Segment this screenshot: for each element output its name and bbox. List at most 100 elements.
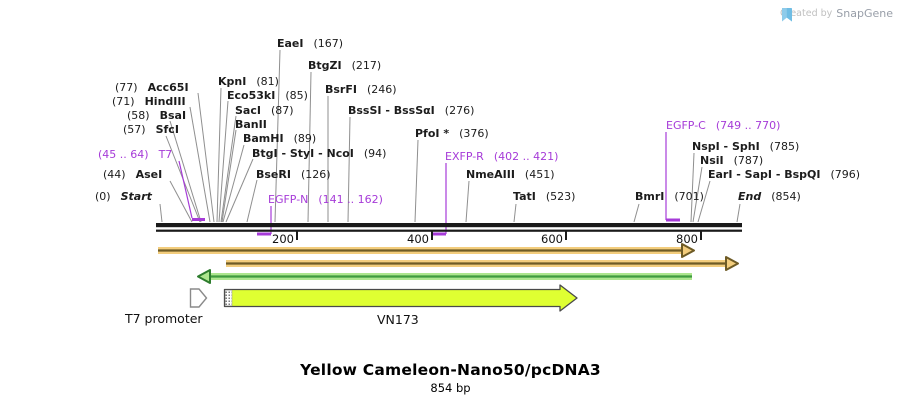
site-position: (126) bbox=[300, 168, 331, 181]
site-position: (57) bbox=[123, 123, 146, 136]
site-label-banii[interactable]: BanII bbox=[235, 118, 277, 131]
connector-acc65i bbox=[197, 92, 215, 223]
marker-label-end[interactable]: End(854) bbox=[738, 190, 801, 203]
site-position: (246) bbox=[366, 83, 397, 96]
site-position: (787) bbox=[733, 154, 764, 167]
site-position: (167) bbox=[313, 37, 344, 50]
enzyme-name: Eco53kI bbox=[227, 89, 276, 102]
site-position: (71) bbox=[112, 95, 135, 108]
site-position: (451) bbox=[524, 168, 555, 181]
site-label-btgi[interactable]: BtgI - StyI - NcoI(94) bbox=[252, 147, 386, 160]
site-label-nspi[interactable]: NspI - SphI(785) bbox=[692, 140, 799, 153]
site-label-nsii[interactable]: NsiI(787) bbox=[700, 154, 763, 167]
site-label-bamhi[interactable]: BamHI (89) bbox=[243, 132, 316, 145]
enzyme-name: TatI bbox=[513, 190, 536, 203]
site-label-eari[interactable]: EarI - SapI - BspQI(796) bbox=[708, 168, 860, 181]
ruler-ticks bbox=[296, 231, 702, 240]
connector-eari bbox=[697, 180, 711, 223]
site-label-saci[interactable]: SacI(87) bbox=[235, 104, 294, 117]
site-label-acc65i[interactable]: (77) Acc65I bbox=[115, 81, 189, 94]
connector-banii bbox=[221, 129, 237, 223]
feature-label-vn173[interactable]: VN173 bbox=[377, 312, 419, 327]
site-position: (276) bbox=[444, 104, 475, 117]
site-label-bsssi[interactable]: BssSI - BssSαI (276) bbox=[348, 104, 474, 117]
reverse-orf-arrow[interactable] bbox=[197, 269, 692, 284]
primer-name: EXFP-R bbox=[445, 150, 484, 163]
connector-asei bbox=[169, 180, 193, 223]
ruler-label-600: 600 bbox=[541, 232, 563, 246]
site-position: (44) bbox=[103, 168, 126, 181]
credit-prefix: Created by bbox=[780, 8, 833, 19]
site-label-eco53ki[interactable]: Eco53kI (85) bbox=[227, 89, 308, 102]
primer-label-egfp-n[interactable]: EGFP-N(141 .. 162) bbox=[268, 193, 383, 206]
snapgene-logo-icon bbox=[782, 8, 792, 22]
enzyme-name: AseI bbox=[135, 168, 163, 181]
primer-range: (141 .. 162) bbox=[318, 193, 383, 206]
site-position: (89) bbox=[293, 132, 317, 145]
enzyme-name: SfcI bbox=[155, 123, 179, 136]
site-position: (796) bbox=[830, 168, 861, 181]
site-position: (77) bbox=[115, 81, 138, 94]
marker-label-start[interactable]: (0)Start bbox=[95, 190, 152, 203]
site-label-sfci[interactable]: (57) SfcI bbox=[123, 123, 179, 136]
enzyme-name: BssSI - BssSαI bbox=[348, 104, 435, 117]
site-position: (701) bbox=[674, 190, 704, 203]
connector-t7-primer bbox=[178, 160, 193, 219]
enzyme-name: PfoI * bbox=[415, 127, 450, 140]
marker-position: (854) bbox=[771, 190, 801, 203]
ruler-label-200: 200 bbox=[272, 232, 294, 246]
site-label-eaei[interactable]: EaeI(167) bbox=[277, 37, 343, 50]
enzyme-name: Acc65I bbox=[147, 81, 189, 94]
credit-brand: SnapGene bbox=[836, 7, 893, 20]
primer-label-egfp-c[interactable]: EGFP-C(749 .. 770) bbox=[666, 119, 780, 132]
site-position: (85) bbox=[285, 89, 308, 102]
t7-promoter-arrow[interactable] bbox=[189, 288, 208, 308]
ruler-label-400: 400 bbox=[407, 232, 429, 246]
primer-range: (45 .. 64) bbox=[98, 148, 149, 161]
feature-label-t7-promoter[interactable]: T7 promoter bbox=[125, 311, 203, 326]
site-label-pfoi[interactable]: PfoI *(376) bbox=[415, 127, 489, 140]
enzyme-name: NmeAIII bbox=[466, 168, 515, 181]
site-label-tati[interactable]: TatI (523) bbox=[513, 190, 575, 203]
primer-name: T7 bbox=[158, 148, 173, 161]
site-label-nmeaiii[interactable]: NmeAIII (451) bbox=[466, 168, 555, 181]
connector-btgi bbox=[225, 158, 254, 223]
connector-start bbox=[159, 203, 163, 223]
site-position: (94) bbox=[363, 147, 387, 160]
site-label-bsai[interactable]: (58) BsaI bbox=[127, 109, 186, 122]
enzyme-name: HindIII bbox=[144, 95, 186, 108]
site-label-asei[interactable]: (44) AseI bbox=[103, 168, 162, 181]
site-label-kpni[interactable]: KpnI(81) bbox=[218, 75, 279, 88]
connector-bsai bbox=[169, 120, 202, 223]
enzyme-name: SacI bbox=[235, 104, 261, 117]
primer-range: (402 .. 421) bbox=[493, 150, 559, 163]
connector-kpni bbox=[216, 87, 222, 223]
site-position: (81) bbox=[256, 75, 279, 88]
site-label-bsrfi[interactable]: BsrFI (246) bbox=[325, 83, 397, 96]
orf-arrow-2[interactable] bbox=[226, 256, 739, 271]
site-label-hindiii[interactable]: (71) HindIII bbox=[112, 95, 186, 108]
enzyme-name: NspI - SphI bbox=[692, 140, 760, 153]
enzyme-name: BamHI bbox=[243, 132, 284, 145]
orf-arrow-1[interactable] bbox=[158, 243, 695, 258]
primer-label-t7[interactable]: (45 .. 64) T7 bbox=[98, 148, 172, 161]
site-position: (523) bbox=[545, 190, 576, 203]
primer-label-exfp-r[interactable]: EXFP-R (402 .. 421) bbox=[445, 150, 558, 163]
enzyme-name: BsrFI bbox=[325, 83, 357, 96]
connector-eco53ki bbox=[218, 100, 229, 223]
site-label-bseri[interactable]: BseRI(126) bbox=[256, 168, 331, 181]
enzyme-name: BmrI bbox=[635, 190, 665, 203]
connector-end bbox=[736, 203, 741, 223]
vn173-partial-codon-hatch bbox=[224, 289, 233, 307]
sequence-line-bottom bbox=[156, 229, 742, 232]
site-label-bmri[interactable]: BmrI (701) bbox=[635, 190, 704, 203]
enzyme-name: BsaI bbox=[159, 109, 187, 122]
ruler-label-800: 800 bbox=[676, 232, 698, 246]
vn173-feature-arrow[interactable] bbox=[223, 284, 578, 312]
site-position: (58) bbox=[127, 109, 150, 122]
connector-btgzi bbox=[307, 71, 312, 223]
connector-eaei bbox=[274, 49, 281, 223]
site-label-btgzi[interactable]: BtgZI(217) bbox=[308, 59, 381, 72]
